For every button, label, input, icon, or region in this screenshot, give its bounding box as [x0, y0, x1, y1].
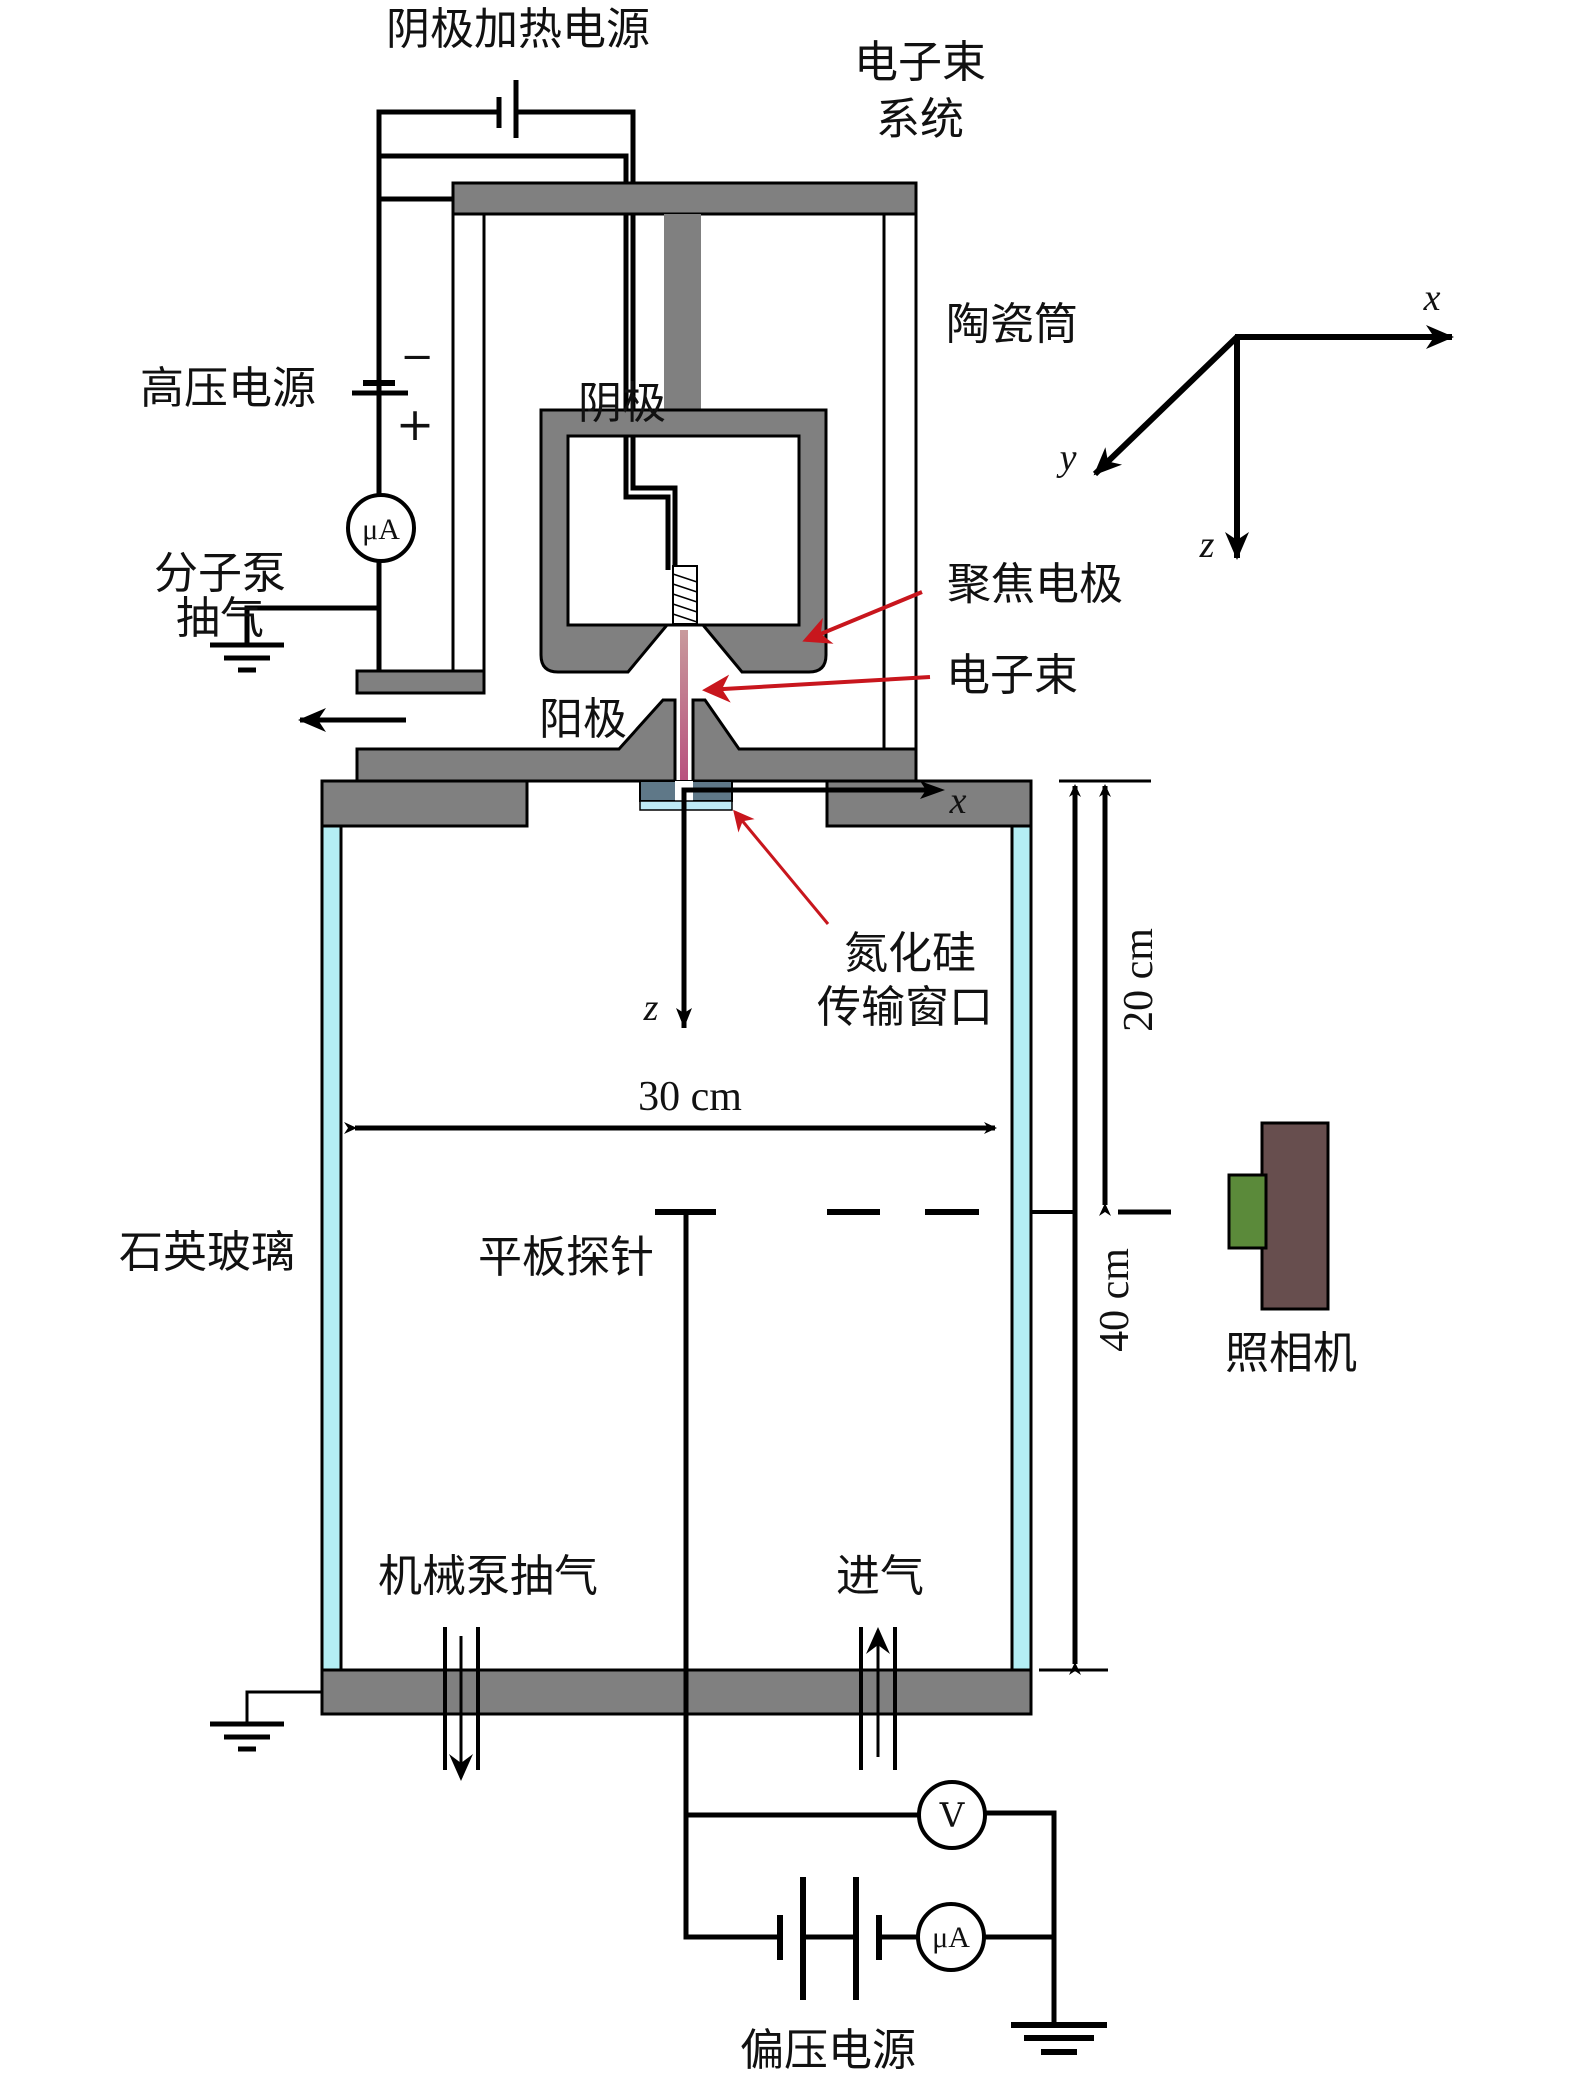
probe-depth-label: 20 cm: [1116, 928, 1162, 1032]
ebeam-system-label-line2: 系统: [876, 94, 964, 145]
sin-window-pointer: [733, 809, 830, 925]
molecular-pump-label-line2: 抽气: [176, 593, 264, 644]
chamber-bottom-plate: [320, 1668, 1033, 1716]
hv-minus-sign: −: [400, 334, 434, 380]
quartz-wall-right: [1010, 824, 1033, 1672]
bias-voltmeter-icon: [917, 1780, 987, 1850]
plate-probe-label: 平板探针: [478, 1232, 654, 1283]
cathode-label: 阴极: [578, 378, 666, 429]
cathode-filament-icon: [672, 565, 698, 625]
ceramic-tube-label: 陶瓷筒: [946, 299, 1078, 350]
y-axis-arrow: [1092, 334, 1240, 477]
reaction-chamber: x z 氮化硅 传输窗口 30 cm 平板探针 石英玻璃 机械: [119, 779, 1171, 1923]
local-x-arrowhead: [920, 781, 945, 799]
ground-icon: [1011, 2022, 1107, 2055]
focus-electrode-pointer: [802, 590, 923, 644]
gas-inlet-label: 进气: [836, 1551, 924, 1602]
quartz-wall-left: [320, 824, 343, 1672]
hv-plus-sign: +: [396, 397, 435, 451]
camera-lens: [1227, 1173, 1268, 1250]
height-dimensions: 20 cm 40 cm: [1039, 779, 1162, 1675]
gas-inlet-port: [859, 1627, 897, 1770]
anode-plate: [355, 698, 677, 783]
cathode-heater-circuit: [376, 80, 678, 600]
bias-wire-left: [683, 1923, 780, 1940]
heater-wire-right: [516, 109, 678, 570]
bias-supply-label: 偏压电源: [740, 2025, 916, 2076]
sin-window-label-line2: 传输窗口: [817, 982, 993, 1033]
left-base-block: [355, 669, 486, 695]
local-z-arrowhead: [676, 1008, 692, 1028]
ground-icon: [210, 642, 284, 673]
local-x-label: x: [949, 780, 967, 822]
focus-electrode-label: 聚焦电极: [947, 559, 1123, 610]
molecular-pump-label-line1: 分子泵: [154, 548, 286, 599]
quartz-glass-label: 石英玻璃: [119, 1227, 295, 1278]
bias-voltmeter-label: V: [939, 1796, 966, 1836]
ebeam-system-label-line1: 电子束: [854, 37, 986, 88]
ceramic-tube-left: [451, 212, 486, 673]
hv-supply-label: 高压电源: [140, 363, 316, 414]
hv-ammeter-label: μA: [362, 513, 400, 546]
electron-beam-system: 阴极 阳极 电子束 系统 陶瓷筒 聚焦电极 电子束 阴极加热电源: [355, 4, 1123, 925]
coordinate-axes: x y z: [1056, 277, 1454, 566]
ground-icon: [210, 1721, 284, 1752]
cathode-heater-supply-label: 阴极加热电源: [386, 4, 650, 55]
electron-beam-label: 电子束: [946, 650, 1078, 701]
ceramic-tube-right: [882, 212, 918, 751]
electron-beam: [680, 630, 688, 782]
x-axis-label: x: [1423, 277, 1441, 319]
voltmeter-wire-right: [986, 1810, 1057, 2024]
y-axis-label: y: [1056, 437, 1077, 479]
chamber-ground-wire: [245, 1690, 322, 1724]
chamber-height-label: 40 cm: [1092, 1248, 1138, 1352]
camera-icon: [1227, 1121, 1330, 1311]
chamber-lid-left: [320, 779, 529, 828]
anode-label: 阳极: [539, 694, 627, 745]
mech-pump-port: [443, 1627, 480, 1781]
cathode-stem: [664, 214, 701, 410]
bias-ammeter-label: μA: [932, 1921, 970, 1954]
local-z-label: z: [643, 987, 659, 1029]
width-dimension-label: 30 cm: [638, 1074, 742, 1120]
local-axes: [681, 787, 938, 1028]
top-plate: [451, 181, 918, 216]
cathode-feed-wire: [379, 153, 671, 570]
z-axis-label: z: [1199, 524, 1215, 566]
hv-supply-circuit: μA 高压电源 − +: [140, 199, 435, 673]
sin-window-label-line1: 氮化硅: [844, 928, 976, 979]
camera-label: 照相机: [1225, 1328, 1357, 1379]
mech-pump-label: 机械泵抽气: [378, 1551, 598, 1602]
hv-ground-wire: [244, 605, 379, 645]
camera-body: [1260, 1121, 1330, 1311]
bias-supply-circuit: V μA 偏压电源: [683, 1780, 1107, 2076]
focus-electrode: [539, 408, 828, 674]
electron-beam-pointer: [702, 674, 931, 703]
